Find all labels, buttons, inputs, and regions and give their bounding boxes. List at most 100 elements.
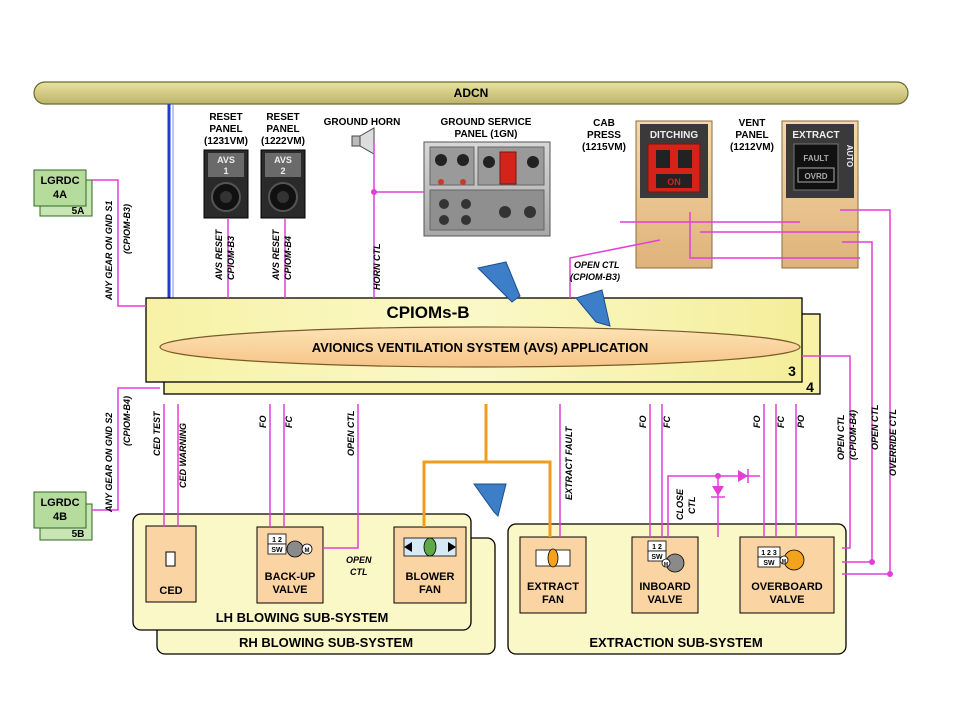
sig-open-ctl-blower: OPEN xyxy=(346,555,372,565)
reset-panel-2-line3: (1222VM) xyxy=(261,136,305,147)
reset-panel-2-line2: PANEL xyxy=(266,124,299,135)
extract-fault-label: FAULT xyxy=(803,154,828,163)
sig-fo-1: FO xyxy=(258,416,268,429)
reset-panel-1-line1: RESET xyxy=(209,112,242,123)
overboard-valve: 1 2 3 SW M OVERBOARD VALVE xyxy=(739,536,835,614)
sig-avs-reset-2: AVS RESET xyxy=(271,228,281,281)
sig-fc-3: FC xyxy=(776,416,786,428)
overboard-valve-label-1: OVERBOARD xyxy=(751,581,823,593)
sig-open-ctl-2: OPEN CTL xyxy=(870,404,880,450)
sig-open-ctl-blower-b: CTL xyxy=(350,567,368,577)
ground-horn-label: GROUND HORN xyxy=(324,117,401,128)
cab-press-line3: (1215VM) xyxy=(582,142,626,153)
gsp-guard-switch[interactable] xyxy=(499,151,517,185)
cpiom-3-label: 3 xyxy=(788,363,796,379)
ced-indicator-icon xyxy=(165,551,176,567)
reset-panel-2-btn-label: AVS xyxy=(274,155,292,165)
reset-panel-1: RESET PANEL (1231VM) AVS 1 xyxy=(203,112,249,219)
reset-panel-1-btn-num: 1 xyxy=(223,166,228,176)
sig-fc-2: FC xyxy=(662,416,672,428)
vent-panel-line2: PANEL xyxy=(735,130,768,141)
diode-horizontal-icon xyxy=(738,469,749,483)
sig-po: PO xyxy=(796,415,806,428)
lgrdc-5a-id: 5A xyxy=(72,206,85,217)
sig-open-ctl-b3b: (CPIOM-B3) xyxy=(570,272,620,282)
inboard-valve: 1 2 SW M INBOARD VALVE xyxy=(631,536,699,614)
sig-close-ctl: CLOSE xyxy=(675,488,685,520)
ditching-title: DITCHING xyxy=(650,130,699,141)
gsp-line2: PANEL (1GN) xyxy=(455,129,518,140)
overboard-valve-label-2: VALVE xyxy=(769,594,804,606)
gsp-line1: GROUND SERVICE xyxy=(441,117,532,128)
backup-valve-label-1: BACK-UP xyxy=(265,571,316,583)
diode-vertical-icon xyxy=(711,486,725,498)
sig-any-gear-s1: ANY GEAR ON GND S1 xyxy=(104,201,114,301)
inboard-valve-label-1: INBOARD xyxy=(639,581,690,593)
sig-extract-fault: EXTRACT FAULT xyxy=(564,425,574,500)
sig-open-ctl-1: OPEN CTL xyxy=(346,410,356,456)
overboard-valve-motor-icon xyxy=(779,555,789,565)
extract-fan-label-2: FAN xyxy=(542,594,564,606)
extract-fan: EXTRACT FAN xyxy=(519,536,587,614)
extract-ovrd-label: OVRD xyxy=(804,172,827,181)
lgrdc-4a-id: 4A xyxy=(53,189,67,201)
extract-auto-label: AUTO xyxy=(845,145,854,168)
ext-title: EXTRACTION SUB-SYSTEM xyxy=(589,635,762,650)
sig-override-ctl: OVERRIDE CTL xyxy=(888,409,898,476)
reset-panel-1-line3: (1231VM) xyxy=(204,136,248,147)
avs-application-label: AVIONICS VENTILATION SYSTEM (AVS) APPLIC… xyxy=(312,340,649,355)
lgrdc-4b: LGRDC 4B 5B xyxy=(33,491,93,541)
sig-cpiom-b3-a: (CPIOM-B3) xyxy=(122,204,132,254)
adcn-label: ADCN xyxy=(454,86,489,100)
extract-button[interactable] xyxy=(793,143,839,191)
ground-service-panel: GROUND SERVICE PANEL (1GN) xyxy=(423,117,551,237)
sig-ced-warning: CED WARNING xyxy=(178,423,188,488)
backup-valve-switch-numbers: 1 2 xyxy=(272,537,282,544)
lgrdc-4b-id: 4B xyxy=(53,511,67,523)
sig-open-ctl-b4b: (CPIOM-B4) xyxy=(848,410,858,460)
sig-avs-reset-1: AVS RESET xyxy=(214,228,224,281)
backup-valve-motor-label: M xyxy=(305,548,310,554)
extract-fan-icon xyxy=(547,548,559,568)
sig-fo-2: FO xyxy=(638,416,648,429)
backup-valve-sw-label: SW xyxy=(271,547,283,554)
inboard-valve-label-2: VALVE xyxy=(647,594,682,606)
orange-duct xyxy=(422,404,552,537)
sig-fc-1: FC xyxy=(284,416,294,428)
inboard-valve-switch-numbers: 1 2 xyxy=(652,544,662,551)
blue-bus-line xyxy=(167,104,174,300)
inboard-valve-motor-label: M xyxy=(664,562,668,568)
sig-fo-3: FO xyxy=(752,416,762,429)
extract-fan-label-1: EXTRACT xyxy=(527,581,579,593)
sig-avs-reset-2b: CPIOM-B4 xyxy=(283,236,293,280)
ditching-on-label: ON xyxy=(667,177,681,187)
lgrdc-5b-id: 5B xyxy=(72,529,85,540)
overboard-valve-sw-label: SW xyxy=(763,560,775,567)
cab-press-panel: CAB PRESS (1215VM) DITCHING ON xyxy=(582,118,713,269)
reset-panel-2-btn-num: 2 xyxy=(280,166,285,176)
junction-dots xyxy=(371,189,893,577)
lgrdc-4a: LGRDC 4A 5A xyxy=(33,169,93,217)
flow-arrow-1 xyxy=(476,261,521,303)
overboard-valve-motor-label: M xyxy=(782,559,786,565)
reset-panel-2: RESET PANEL (1222VM) AVS 2 xyxy=(260,112,306,219)
flow-arrow-3 xyxy=(473,483,507,517)
adcn-bus: ADCN xyxy=(33,81,909,105)
cab-press-line1: CAB xyxy=(593,118,615,129)
flow-arrow-2 xyxy=(575,289,611,327)
ced-label: CED xyxy=(159,585,182,597)
signal-wiring xyxy=(92,142,891,575)
sig-horn-ctl: HORN CTL xyxy=(372,244,382,291)
lgrdc-4b-title: LGRDC xyxy=(40,497,79,509)
lh-title: LH BLOWING SUB-SYSTEM xyxy=(216,610,389,625)
extract-title: EXTRACT xyxy=(792,130,839,141)
rh-title: RH BLOWING SUB-SYSTEM xyxy=(239,635,413,650)
sig-cpiom-b4-a: (CPIOM-B4) xyxy=(122,396,132,446)
cpiom-4-label: 4 xyxy=(806,379,814,395)
backup-valve-label-2: VALVE xyxy=(272,584,307,596)
sig-any-gear-s2: ANY GEAR ON GND S2 xyxy=(104,413,114,513)
backup-valve-motor-icon xyxy=(301,543,313,555)
reset-panel-1-line2: PANEL xyxy=(209,124,242,135)
signal-labels: ANY GEAR ON GND S1 (CPIOM-B3) AVS RESET … xyxy=(104,201,898,577)
